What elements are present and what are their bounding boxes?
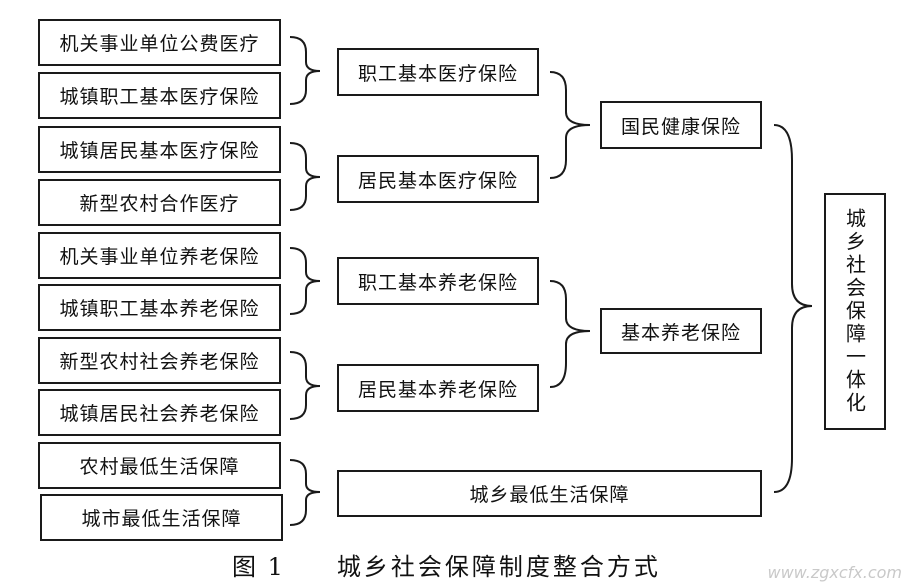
box-urban-resident-medical-insurance: 城镇居民基本医疗保险 (38, 126, 281, 173)
watermark-text: www.zgxcfx.com (767, 563, 903, 582)
brace-l5-l6 (289, 247, 321, 315)
box-urban-employee-medical-insurance: 城镇职工基本医疗保险 (38, 72, 281, 119)
box-employee-basic-medical: 职工基本医疗保险 (337, 48, 539, 96)
box-urban-rural-minimum-living-security: 城乡最低生活保障 (337, 470, 762, 517)
brace-l1-l2 (289, 36, 321, 105)
box-resident-basic-medical: 居民基本医疗保险 (337, 155, 539, 203)
box-national-health-insurance: 国民健康保险 (600, 101, 762, 149)
figure-number: 图 1 (232, 553, 285, 581)
brace-l7-l8 (289, 351, 321, 420)
brace-m1-m2 (549, 71, 591, 179)
box-urban-rural-social-security-integration: 城乡社会保障一体化 (824, 193, 886, 430)
box-new-rural-cooperative-medical: 新型农村合作医疗 (38, 179, 281, 226)
figure-caption: 图 1 城乡社会保障制度整合方式 (232, 547, 661, 582)
figure-title: 城乡社会保障制度整合方式 (336, 553, 661, 581)
box-public-institution-pension: 机关事业单位养老保险 (38, 232, 281, 279)
brace-l3-l4 (289, 142, 321, 211)
brace-to-final (773, 124, 813, 493)
box-urban-resident-social-pension: 城镇居民社会养老保险 (38, 389, 281, 436)
box-public-institution-free-medical: 机关事业单位公费医疗 (38, 19, 281, 66)
box-urban-minimum-living-security: 城市最低生活保障 (40, 494, 283, 541)
box-resident-basic-pension: 居民基本养老保险 (337, 364, 539, 412)
brace-m3-m4 (549, 280, 591, 388)
box-new-rural-social-pension: 新型农村社会养老保险 (38, 337, 281, 384)
box-rural-minimum-living-security: 农村最低生活保障 (38, 442, 281, 489)
box-basic-pension-insurance: 基本养老保险 (600, 308, 762, 354)
box-urban-employee-pension: 城镇职工基本养老保险 (38, 284, 281, 331)
brace-l9-l10 (289, 459, 321, 526)
box-employee-basic-pension: 职工基本养老保险 (337, 257, 539, 305)
